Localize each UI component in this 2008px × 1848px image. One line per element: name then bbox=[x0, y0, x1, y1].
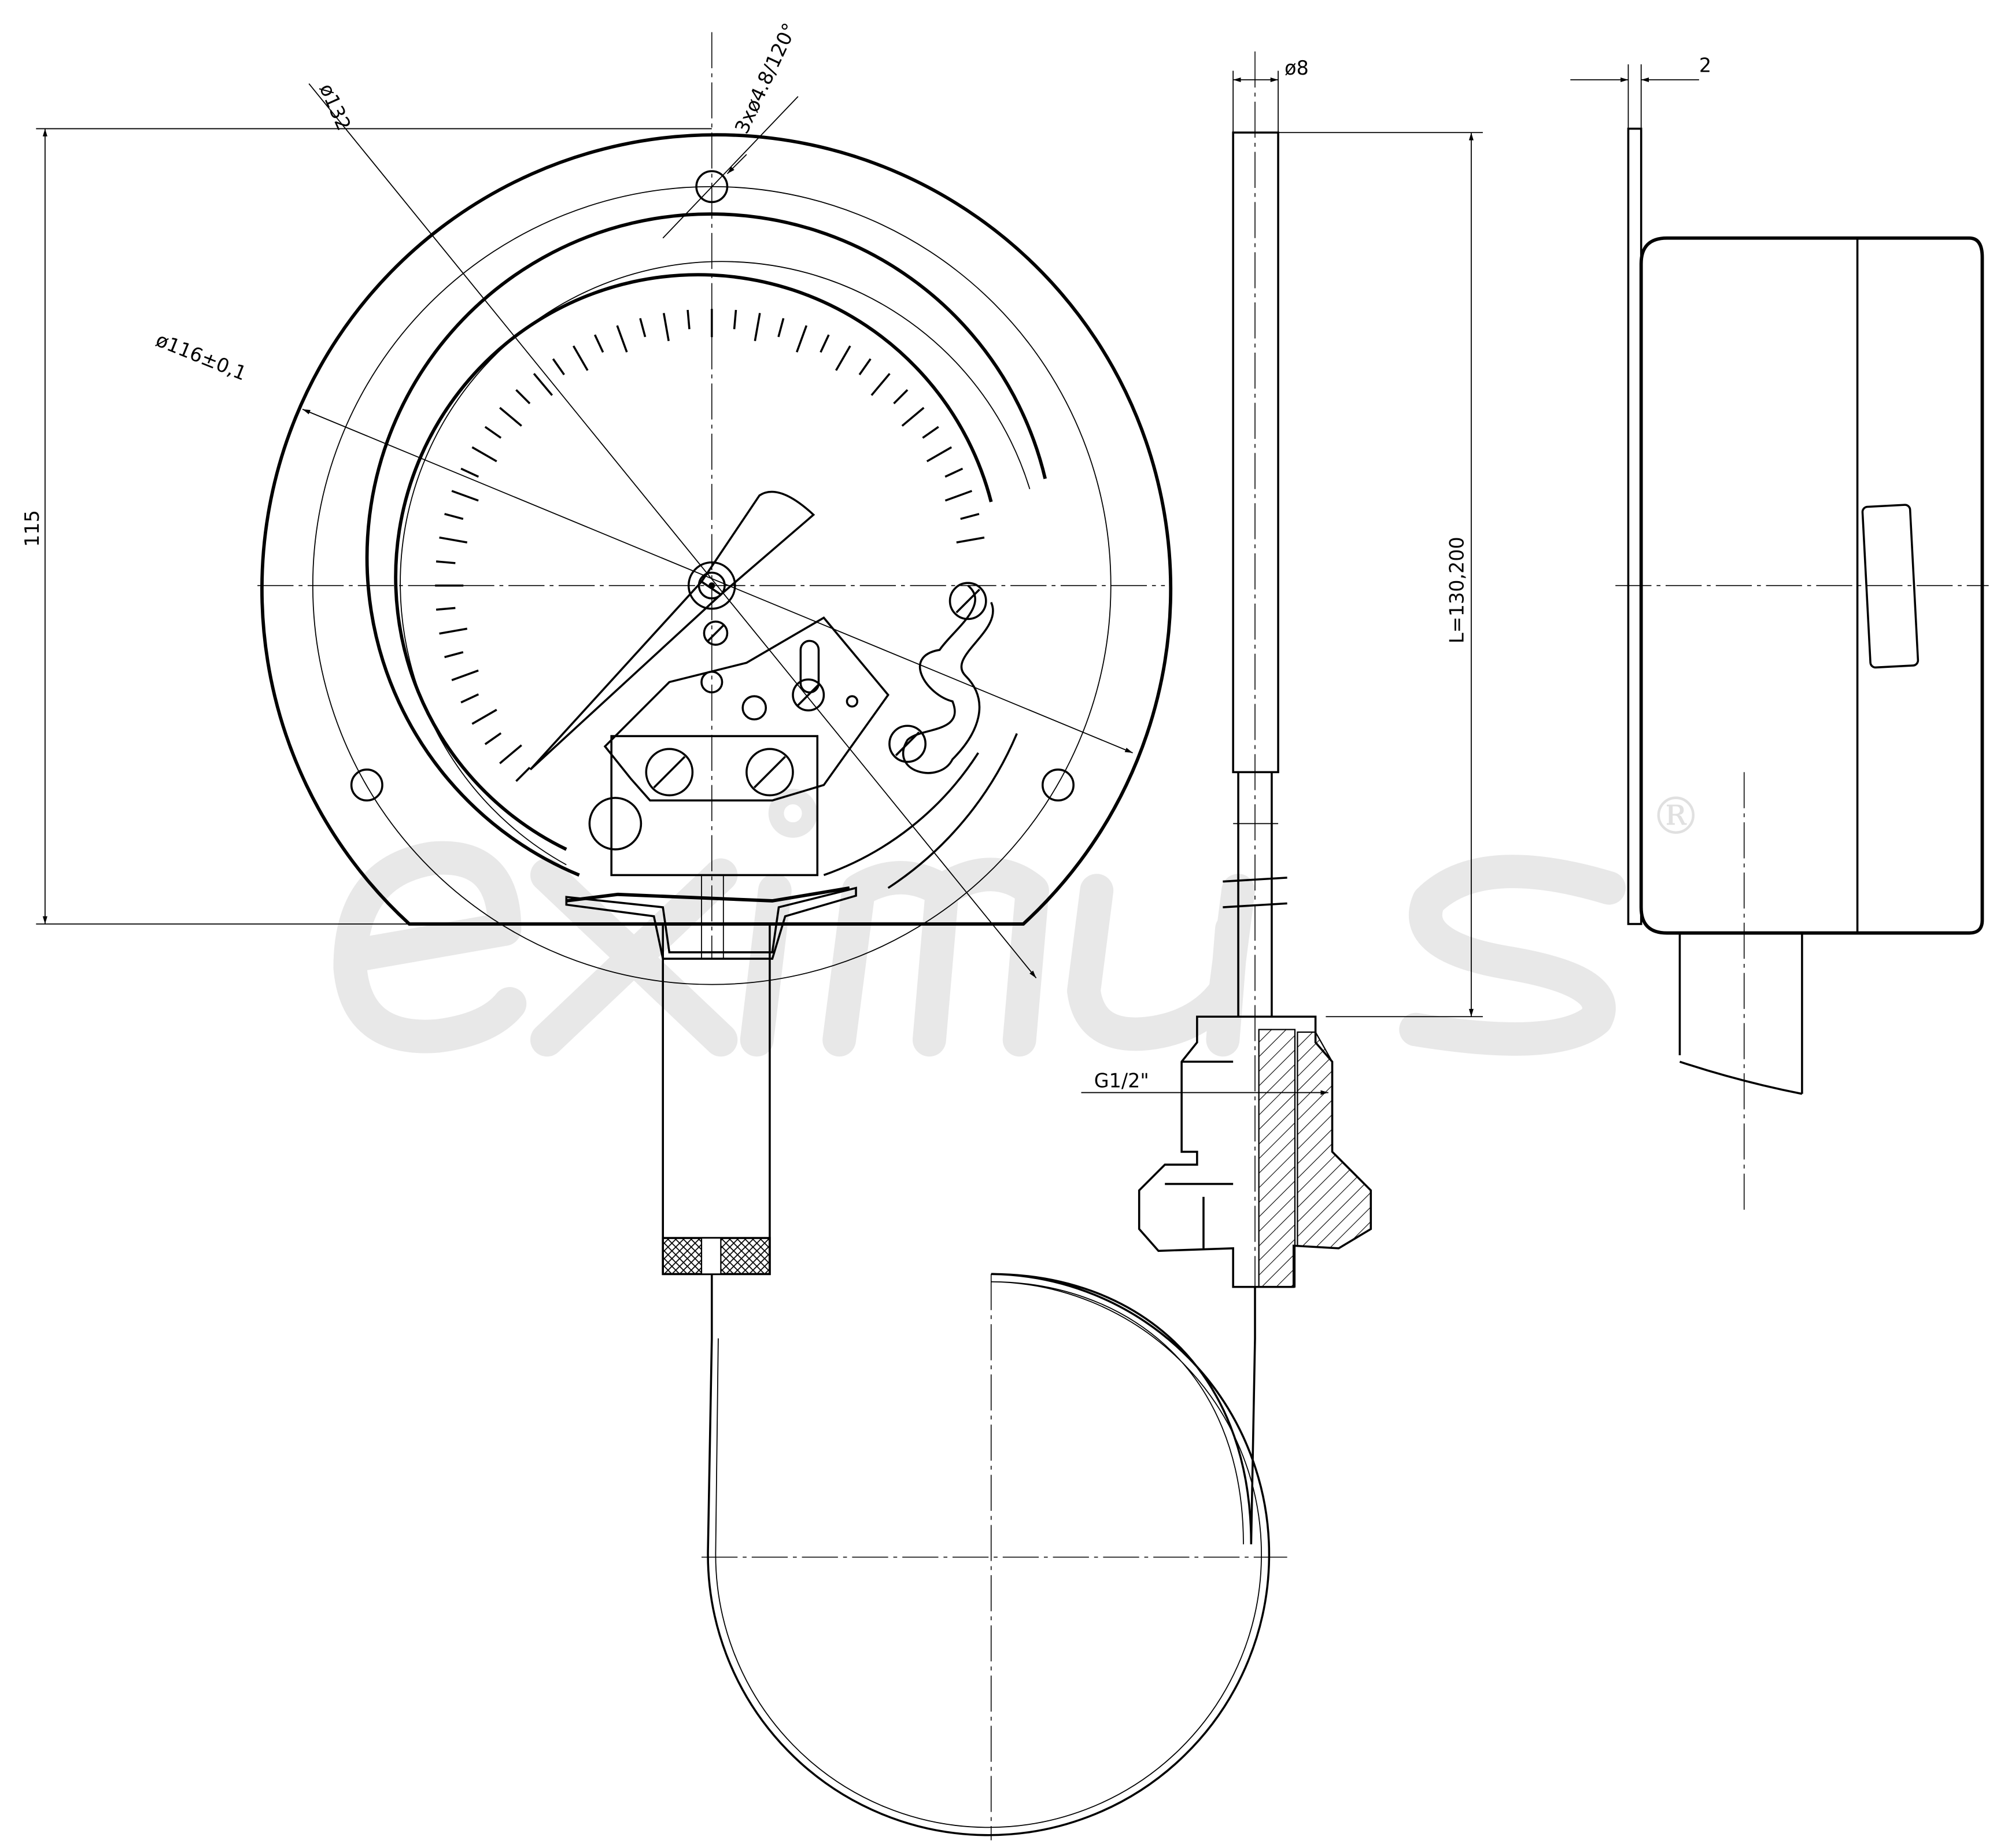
dim-outer-diameter: ø132 bbox=[315, 80, 356, 134]
dial-tick bbox=[460, 693, 479, 704]
dial-tick bbox=[439, 627, 468, 635]
dial-scale-ticks bbox=[435, 309, 985, 782]
dial-tick bbox=[533, 372, 553, 396]
pointer-counterweight bbox=[700, 490, 815, 596]
dial-tick bbox=[451, 669, 479, 681]
dial-tick bbox=[960, 513, 980, 520]
dim-mounting-holes: 3xø4.8/120° bbox=[730, 20, 801, 137]
dial-tick bbox=[901, 406, 925, 427]
dial-tick bbox=[686, 309, 691, 330]
dial-tick bbox=[444, 513, 464, 520]
dim-bezel-diameter: ø116±0,1 bbox=[153, 328, 250, 385]
dial-tick bbox=[451, 490, 479, 502]
mounting-hole bbox=[695, 170, 729, 204]
dial-tick bbox=[777, 317, 785, 338]
gauge-side-view: 2 bbox=[1570, 54, 1989, 1210]
dial-tick bbox=[552, 358, 565, 376]
mounting-flange bbox=[1627, 127, 1642, 925]
dial-tick bbox=[662, 313, 670, 341]
dim-stem-diameter: ø8 bbox=[1284, 57, 1309, 79]
dial-tick bbox=[515, 767, 531, 782]
dial-tick bbox=[484, 732, 502, 745]
dial-tick bbox=[733, 309, 737, 330]
dial-tick bbox=[639, 317, 647, 338]
capillary-tube bbox=[707, 1273, 1271, 1836]
dial-tick bbox=[499, 744, 522, 764]
dial-tick bbox=[572, 345, 589, 371]
mounting-hole bbox=[350, 768, 383, 802]
dial-tick bbox=[439, 536, 468, 544]
watermark-logo: ® bbox=[333, 786, 1701, 1057]
flange-outline bbox=[260, 133, 1173, 926]
dial-tick bbox=[922, 426, 939, 439]
svg-text:®: ® bbox=[1650, 786, 1701, 846]
dial-tick bbox=[515, 389, 531, 405]
probe-side-view: ø8 L=130,200 G1/2" bbox=[1081, 51, 1483, 1288]
dial-tick bbox=[858, 358, 872, 376]
dial-tick bbox=[484, 426, 502, 439]
dial-tick bbox=[893, 389, 909, 405]
dial-tick bbox=[616, 325, 628, 353]
case-body bbox=[1639, 236, 1984, 935]
dial-tick bbox=[444, 651, 464, 659]
dial-tick bbox=[926, 446, 953, 463]
dial-tick bbox=[835, 345, 851, 371]
dial-tick bbox=[796, 325, 808, 353]
probe-stem bbox=[1232, 131, 1279, 774]
dial-tick bbox=[870, 372, 891, 396]
dial-tick bbox=[593, 334, 604, 353]
dim-flange-thickness: 2 bbox=[1699, 54, 1711, 77]
adjustment-tab bbox=[1861, 504, 1920, 669]
dial-tick bbox=[471, 708, 497, 725]
dim-thread: G1/2" bbox=[1094, 1070, 1149, 1092]
dial-tick bbox=[471, 446, 497, 463]
mounting-hole bbox=[1041, 768, 1075, 802]
dial-tick bbox=[499, 406, 522, 427]
dim-stem-length: L=130,200 bbox=[1446, 537, 1468, 644]
dial-tick bbox=[820, 334, 830, 353]
dial-tick bbox=[944, 467, 964, 478]
dial-tick bbox=[754, 313, 761, 341]
dial-tick bbox=[435, 607, 456, 611]
dial-tick bbox=[435, 560, 456, 564]
dial-tick bbox=[944, 490, 973, 502]
dim-height: 115 bbox=[21, 510, 43, 547]
dial-tick bbox=[956, 536, 985, 544]
